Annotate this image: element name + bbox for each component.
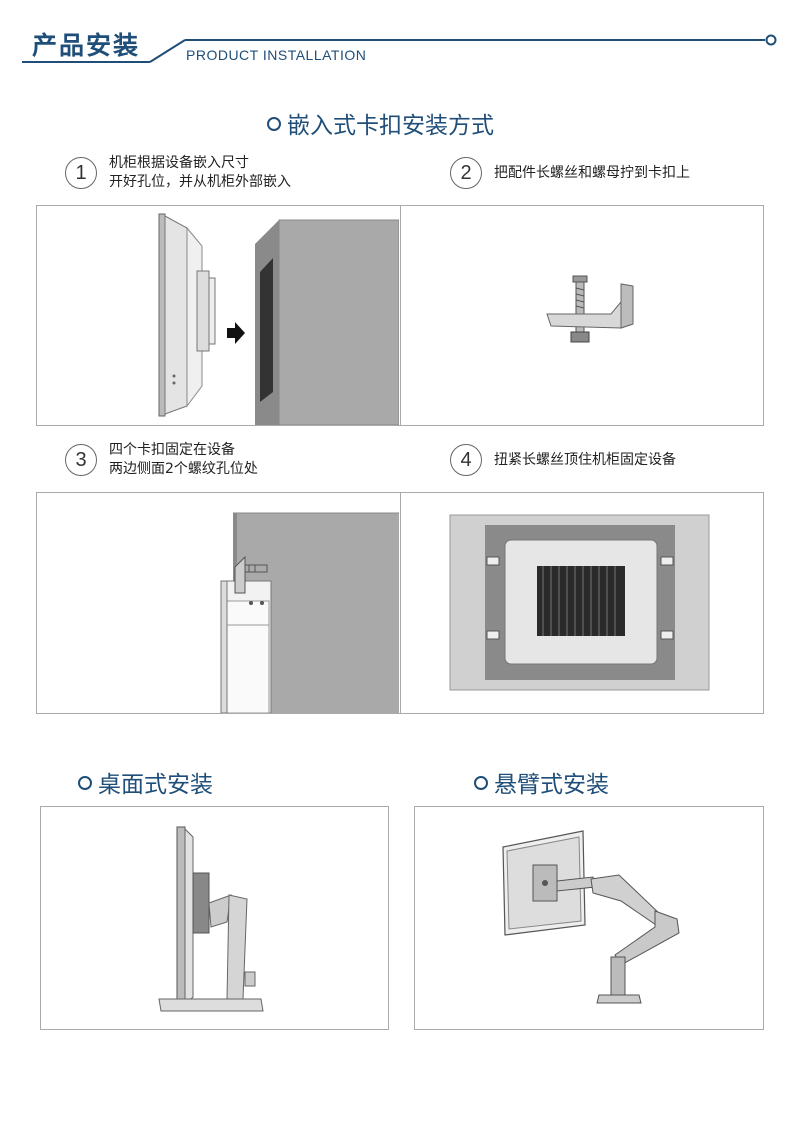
step-4-text: 扭紧长螺丝顶住机柜固定设备 [494, 452, 676, 468]
step-number-4: 4 [450, 444, 482, 476]
header-line [22, 34, 777, 63]
arm-illustration [502, 830, 680, 1004]
circle-bullet-icon [474, 775, 488, 790]
row2-divider [400, 492, 401, 714]
circle-bullet-icon [267, 116, 281, 131]
step-number-2: 2 [450, 157, 482, 189]
page-title: 产品安装 [32, 31, 141, 60]
step4-illustration [449, 514, 710, 691]
desk-section-title: 桌面式安装 [78, 765, 213, 799]
step-2-text: 把配件长螺丝和螺母拧到卡扣上 [494, 165, 690, 181]
step3-illustration [220, 512, 399, 713]
step1-illustration [158, 213, 399, 425]
circle-bullet-icon [78, 775, 92, 790]
row1-divider [400, 205, 401, 426]
step-1-text: 机柜根据设备嵌入尺寸 开好孔位，并从机柜外部嵌入 [109, 155, 291, 190]
step-3-text: 四个卡扣固定在设备 两边侧面2个螺纹孔位处 [109, 442, 258, 477]
desk-illustration [158, 826, 264, 1012]
step-number-3: 3 [65, 444, 97, 476]
arm-panel [414, 806, 764, 1030]
page-subtitle: PRODUCT INSTALLATION [186, 47, 367, 63]
embed-section-title: 嵌入式卡扣安装方式 [267, 106, 494, 140]
step-number-1: 1 [65, 157, 97, 189]
arm-section-title: 悬臂式安装 [474, 765, 609, 799]
step2-illustration [546, 275, 634, 343]
